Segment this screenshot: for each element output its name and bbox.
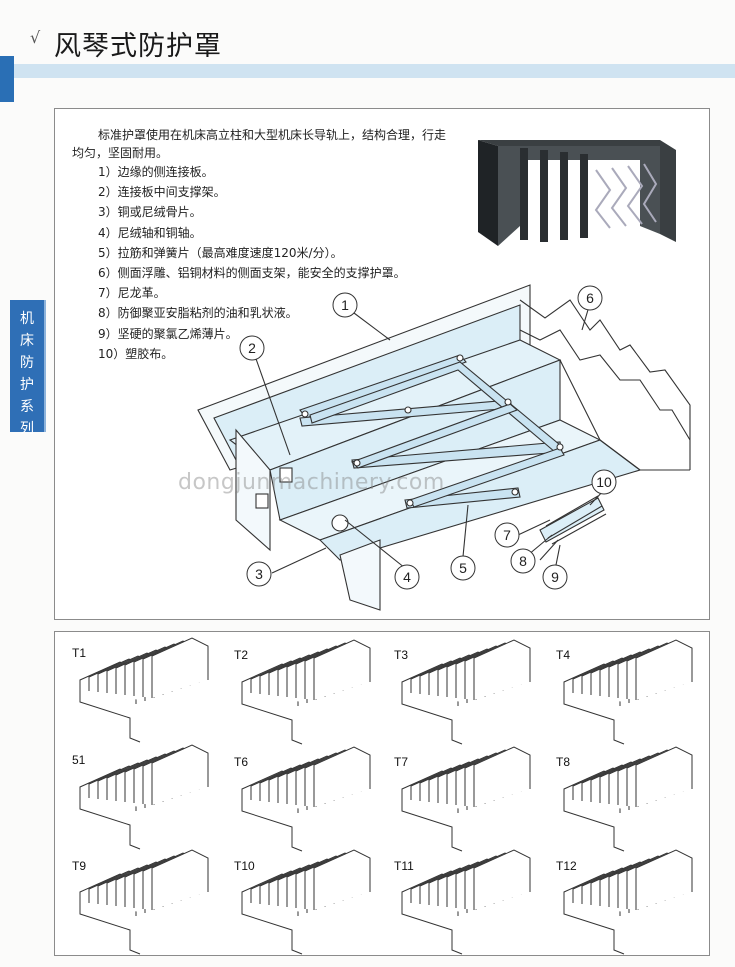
callout-6: 6 xyxy=(577,285,603,311)
bellows-thumbnail xyxy=(401,849,531,955)
type-label: T4 xyxy=(556,648,571,662)
side-tab-char: 护 xyxy=(20,377,34,393)
side-tab-strip xyxy=(44,300,46,432)
side-tab-char: 床 xyxy=(20,333,34,349)
type-label: T7 xyxy=(394,755,409,769)
type-label: T1 xyxy=(72,646,87,660)
structure-diagram xyxy=(197,284,691,611)
svg-text:1: 1 xyxy=(341,297,349,313)
bellows-thumbnail xyxy=(79,849,209,955)
callout-8: 8 xyxy=(510,548,536,574)
side-tab-char: 防 xyxy=(20,355,34,371)
callout-3: 3 xyxy=(246,561,272,587)
type-label: T6 xyxy=(234,755,249,769)
svg-text:10: 10 xyxy=(596,474,612,490)
side-category-tab: 机 床 防 护 系 列 xyxy=(10,300,44,437)
watermark: dongjunmachinery.com xyxy=(178,470,445,495)
bellows-thumbnail xyxy=(79,744,209,850)
side-tab-char: 机 xyxy=(20,311,34,327)
type-thumbnails xyxy=(79,637,693,955)
bellows-thumbnail xyxy=(241,746,371,852)
bellows-thumbnail xyxy=(563,849,693,955)
parts-list-item: 1）边缘的侧连接板。 xyxy=(98,165,214,179)
type-label: T8 xyxy=(556,755,571,769)
type-label: T3 xyxy=(394,648,409,662)
parts-list-item: 2）连接板中间支撑架。 xyxy=(98,185,226,200)
parts-list-item: 9）坚硬的聚氯乙烯薄片。 xyxy=(98,326,238,341)
bellows-thumbnail xyxy=(401,746,531,852)
type-label: T9 xyxy=(72,859,87,873)
callouts: 1 2 3 4 5 6 7 8 9 10 xyxy=(239,285,617,590)
parts-list-item: 6）侧面浮雕、铝铜材料的侧面支架，能安全的支撑护罩。 xyxy=(98,266,406,281)
type-label: 51 xyxy=(72,753,86,767)
parts-list: 1）边缘的侧连接板。 2）连接板中间支撑架。 3）铜或尼绒骨片。 4）尼绒轴和铜… xyxy=(98,162,406,364)
header-accent-bar xyxy=(0,56,14,102)
svg-text:4: 4 xyxy=(403,569,411,585)
bellows-thumbnail xyxy=(241,639,371,745)
callout-7: 7 xyxy=(494,522,520,548)
svg-text:8: 8 xyxy=(519,553,527,569)
svg-text:6: 6 xyxy=(586,290,594,306)
parts-list-item: 4）尼绒轴和铜轴。 xyxy=(98,225,202,240)
check-mark-icon: √ xyxy=(30,28,41,47)
side-tab-char: 列 xyxy=(20,421,34,437)
svg-text:2: 2 xyxy=(248,340,256,356)
callout-10: 10 xyxy=(591,469,617,495)
bellows-thumbnail xyxy=(563,639,693,745)
bellows-thumbnail xyxy=(241,849,371,955)
type-label: T11 xyxy=(394,859,414,873)
parts-list-item: 3）铜或尼绒骨片。 xyxy=(98,205,202,220)
bellows-thumbnail xyxy=(401,639,531,745)
parts-list-item: 5）拉筋和弹簧片（最高难度速度120米/分）。 xyxy=(98,245,343,260)
svg-text:3: 3 xyxy=(255,566,263,582)
bellows-thumbnail xyxy=(79,637,209,743)
callout-1: 1 xyxy=(332,292,358,318)
intro-text: 标准护罩使用在机床高立柱和大型机床长导轨上，结构合理，行走均匀，坚固耐用。 xyxy=(72,126,452,164)
parts-list-item: 8）防御聚亚安脂粘剂的油和乳状液。 xyxy=(98,306,298,321)
parts-list-item: 7）尼龙革。 xyxy=(98,286,166,301)
header-band xyxy=(0,64,735,78)
svg-text:7: 7 xyxy=(503,527,511,543)
bellows-thumbnail xyxy=(563,746,693,852)
callout-2: 2 xyxy=(239,335,265,361)
product-photo xyxy=(478,140,676,246)
callout-9: 9 xyxy=(542,564,568,590)
callout-5: 5 xyxy=(450,555,476,581)
intro-paragraph: 标准护罩使用在机床高立柱和大型机床长导轨上，结构合理，行走均匀，坚固耐用。 xyxy=(72,128,447,160)
svg-text:5: 5 xyxy=(459,560,467,576)
type-label: T12 xyxy=(556,859,577,873)
side-tab-char: 系 xyxy=(20,399,34,415)
callout-4: 4 xyxy=(394,564,420,590)
parts-list-item: 10）塑胶布。 xyxy=(98,346,174,361)
type-label: T10 xyxy=(234,859,255,873)
svg-text:9: 9 xyxy=(551,569,559,585)
type-label: T2 xyxy=(234,648,249,662)
page-title: 风琴式防护罩 xyxy=(54,31,222,62)
